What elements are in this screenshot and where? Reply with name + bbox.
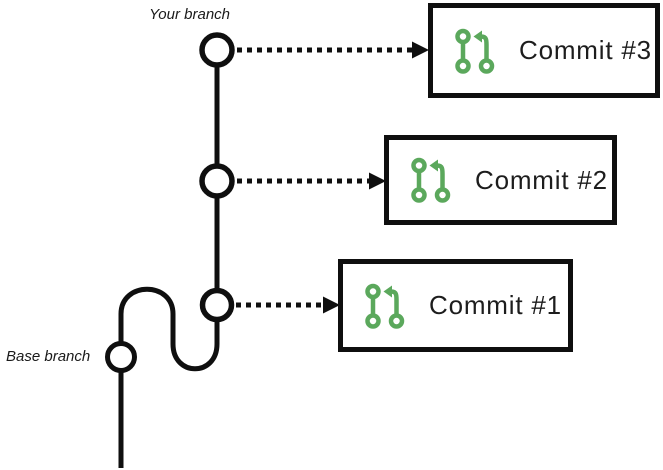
- commit-card-2: Commit #2: [384, 135, 617, 225]
- commit-label: Commit #2: [475, 164, 608, 195]
- commit-node-2: [199, 163, 235, 199]
- your-branch-label: Your branch: [149, 6, 230, 23]
- git-pull-request-icon: [455, 28, 495, 74]
- arrowhead-commit-1: [323, 296, 340, 314]
- git-pull-request-icon: [411, 157, 451, 203]
- commit-card-3: Commit #3: [428, 3, 660, 98]
- branch-merge-curve: [118, 286, 220, 372]
- commit-label: Commit #1: [429, 290, 562, 320]
- arrowhead-commit-2: [369, 172, 386, 190]
- base-branch-label: Base branch: [6, 348, 91, 365]
- git-pull-request-icon: [365, 283, 405, 329]
- commit-node-1: [199, 287, 235, 323]
- arrowhead-commit-3: [412, 41, 429, 59]
- base-branch-node: [105, 341, 137, 373]
- commit-label: Commit #3: [519, 35, 652, 65]
- commit-card-1: Commit #1: [338, 259, 573, 352]
- commit-node-3: [199, 32, 235, 68]
